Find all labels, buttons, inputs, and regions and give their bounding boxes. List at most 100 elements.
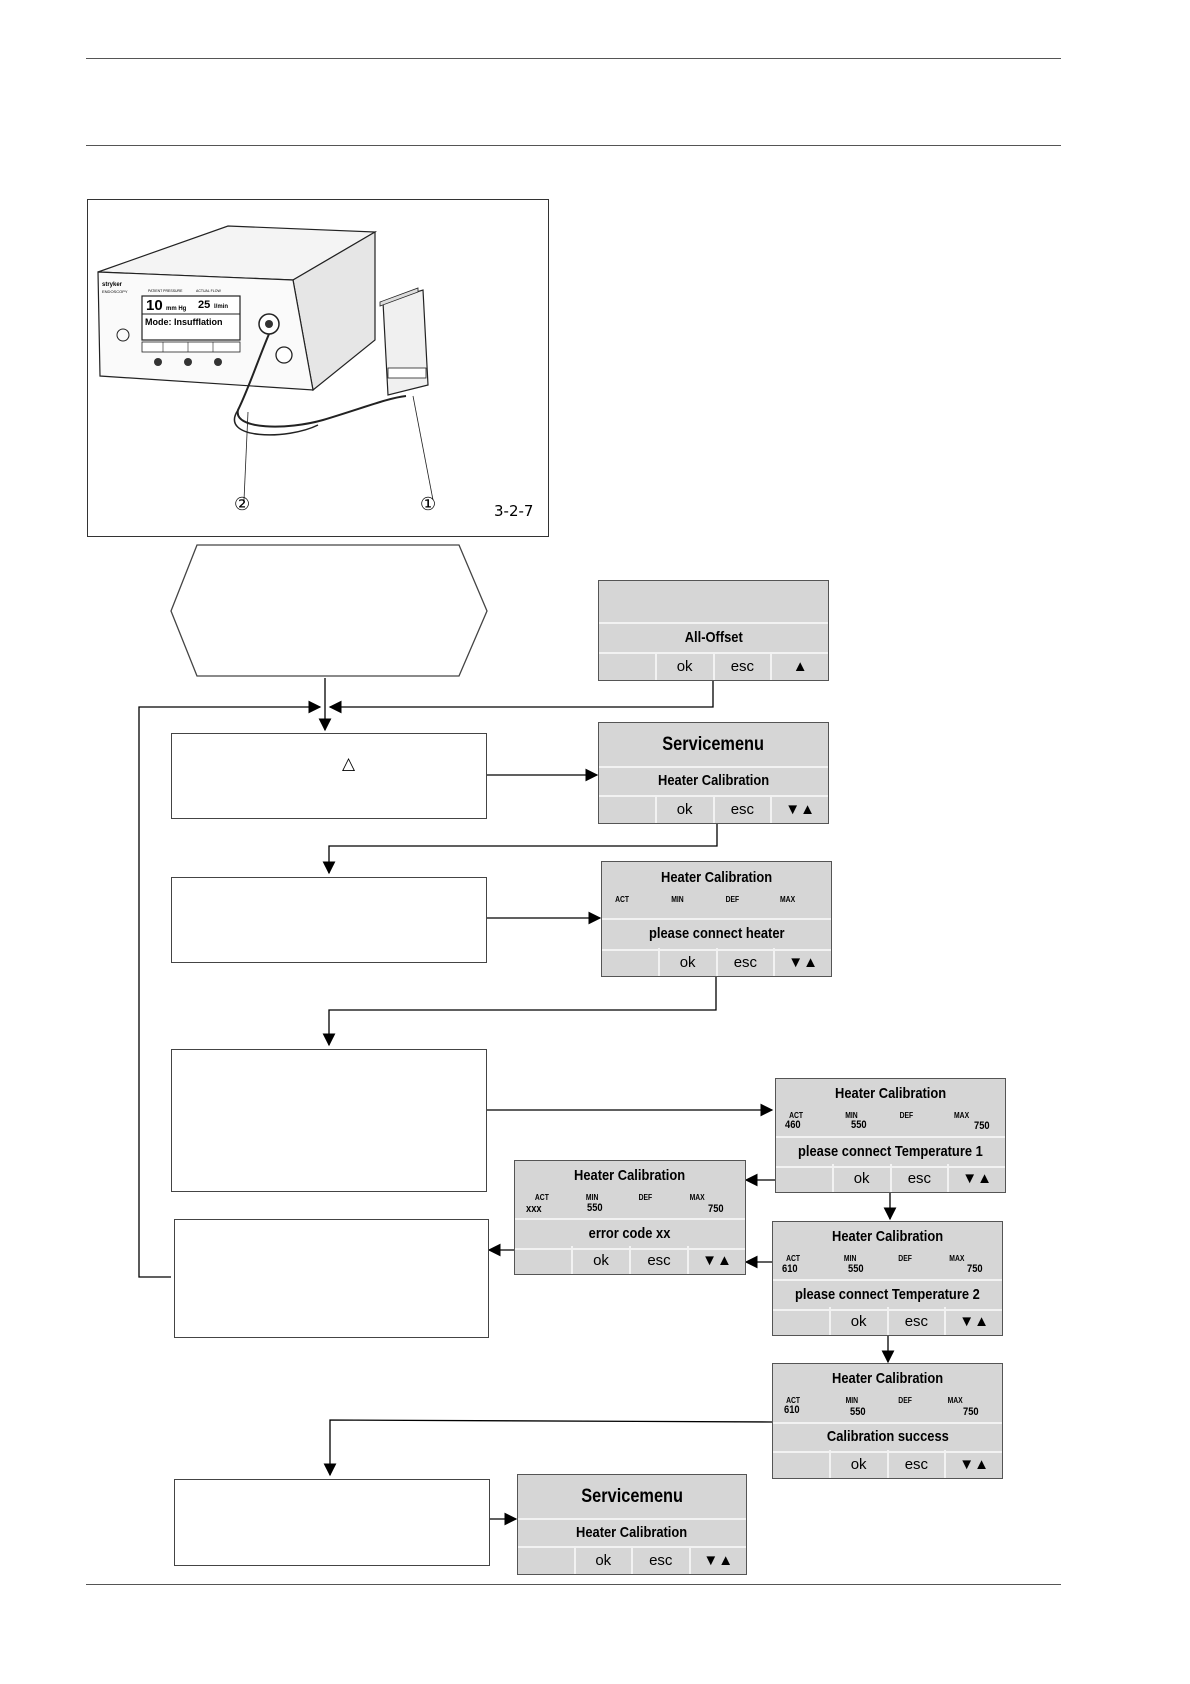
device-brand: stryker xyxy=(102,282,123,288)
lcd-message: please connect heater xyxy=(648,925,785,942)
col-actual-flow: ACTUAL FLOW xyxy=(196,289,221,293)
lbl-min: MIN xyxy=(585,1193,599,1202)
softkey-ok[interactable]: ok xyxy=(831,1307,889,1335)
lbl-act: ACT xyxy=(789,1111,804,1120)
triangle-down-up-icon: ▼▲ xyxy=(703,1551,734,1569)
lbl-act: ACT xyxy=(786,1396,801,1405)
lcd-please-connect-heater: Heater Calibration ACT MIN DEF MAX pleas… xyxy=(601,861,832,977)
lbl-min: MIN xyxy=(845,1396,859,1405)
triangle-down-up-icon: ▼▲ xyxy=(702,1251,732,1269)
softkey-esc[interactable]: esc xyxy=(631,1246,689,1274)
softkey-ok[interactable]: ok xyxy=(573,1246,631,1274)
step-box-2 xyxy=(171,877,487,963)
softkey-down-up[interactable]: ▼▲ xyxy=(946,1307,1002,1335)
val-max: 750 xyxy=(974,1120,990,1132)
softkey-blank[interactable] xyxy=(602,948,660,976)
softkey-ok[interactable]: ok xyxy=(657,795,715,823)
val-act: xxx xyxy=(526,1203,542,1215)
softkey-down-up[interactable]: ▼▲ xyxy=(775,948,831,976)
val-max: 750 xyxy=(967,1263,983,1275)
lbl-min: MIN xyxy=(671,895,684,904)
step-box-3 xyxy=(171,1049,487,1192)
lcd-title: Heater Calibration xyxy=(660,869,773,886)
softkey-up[interactable]: ▲ xyxy=(772,652,828,680)
lbl-max: MAX xyxy=(947,1396,963,1405)
val-min: 550 xyxy=(587,1202,603,1214)
lbl-max: MAX xyxy=(780,895,796,904)
lcd-title: Servicemenu xyxy=(662,733,765,755)
lbl-max: MAX xyxy=(954,1111,970,1120)
val-min: 550 xyxy=(848,1263,864,1275)
softkey-blank[interactable] xyxy=(515,1246,573,1274)
header-rule-bottom xyxy=(86,145,1061,146)
triangle-down-up-icon: ▼▲ xyxy=(959,1455,989,1473)
softkey-down-up[interactable]: ▼▲ xyxy=(946,1450,1002,1478)
softkey-esc[interactable]: esc xyxy=(889,1307,947,1335)
lcd-calibration-success: Heater Calibration ACT MIN DEF MAX 610 5… xyxy=(772,1363,1003,1479)
val-max: 750 xyxy=(963,1406,979,1418)
softkey-esc[interactable]: esc xyxy=(892,1164,950,1192)
softkey-down-up[interactable]: ▼▲ xyxy=(772,795,828,823)
softkey-down-up[interactable]: ▼▲ xyxy=(689,1246,745,1274)
softkey-blank[interactable] xyxy=(776,1164,834,1192)
lcd-message: please connect Temperature 1 xyxy=(798,1142,983,1160)
lbl-def: DEF xyxy=(898,1254,912,1263)
val-max: 750 xyxy=(708,1203,724,1215)
lbl-max: MAX xyxy=(949,1254,965,1263)
softkey-ok[interactable]: ok xyxy=(576,1546,633,1574)
softkey-ok[interactable]: ok xyxy=(657,652,715,680)
lbl-def: DEF xyxy=(898,1396,912,1405)
softkey-esc[interactable]: esc xyxy=(889,1450,947,1478)
footer-rule xyxy=(86,1584,1061,1585)
pressure-unit: mm Hg xyxy=(166,306,187,312)
lcd-connect-temperature-2: Heater Calibration ACT MIN DEF MAX 610 5… xyxy=(772,1221,1003,1336)
triangle-down-up-icon: ▼▲ xyxy=(962,1169,992,1187)
val-act: 610 xyxy=(784,1404,800,1416)
softkey-blank[interactable] xyxy=(773,1307,831,1335)
softkey-blank[interactable] xyxy=(599,795,657,823)
lbl-act: ACT xyxy=(615,895,630,904)
lcd-error-code: Heater Calibration ACT MIN DEF MAX xxx 5… xyxy=(514,1160,746,1275)
lbl-def: DEF xyxy=(899,1111,914,1120)
softkey-blank[interactable] xyxy=(518,1546,576,1574)
softkey-down-up[interactable]: ▼▲ xyxy=(691,1546,747,1574)
val-act: 610 xyxy=(782,1263,798,1275)
softkey-esc[interactable]: esc xyxy=(633,1546,691,1574)
lcd-title: Servicemenu xyxy=(581,1485,683,1507)
lbl-act: ACT xyxy=(534,1193,549,1202)
lcd-connect-temperature-1: Heater Calibration ACT MIN DEF MAX 460 5… xyxy=(775,1078,1006,1193)
lbl-min: MIN xyxy=(845,1111,858,1120)
softkey-ok[interactable]: ok xyxy=(834,1164,892,1192)
softkey-ok[interactable]: ok xyxy=(831,1450,889,1478)
softkey-esc[interactable]: esc xyxy=(715,652,773,680)
lcd-servicemenu-2: Servicemenu Heater Calibration ok esc ▼▲ xyxy=(517,1474,747,1575)
mode-text: Mode: Insufflation xyxy=(145,317,223,327)
softkey-esc[interactable]: esc xyxy=(715,795,773,823)
triangle-down-up-icon: ▼▲ xyxy=(788,953,818,971)
lbl-act: ACT xyxy=(786,1254,801,1263)
callout-2: ② xyxy=(234,494,251,515)
lcd-item: Heater Calibration xyxy=(576,1523,688,1541)
lcd-message: Calibration success xyxy=(826,1428,949,1445)
figure-label: 3-2-7 xyxy=(494,502,534,520)
step-box-1: △ xyxy=(171,733,487,819)
triangle-down-up-icon: ▼▲ xyxy=(959,1312,989,1330)
flow-unit: l/min xyxy=(214,304,228,310)
softkey-down-up[interactable]: ▼▲ xyxy=(949,1164,1005,1192)
triangle-up-icon: ▲ xyxy=(792,657,808,675)
flow-value: 25 xyxy=(198,299,210,311)
device-sub: ENDOSCOPY xyxy=(102,289,128,294)
lcd-message: please connect Temperature 2 xyxy=(795,1285,980,1303)
lbl-def: DEF xyxy=(638,1193,653,1202)
col-patient-pressure: PATIENT PRESSURE xyxy=(148,289,183,293)
softkey-blank[interactable] xyxy=(599,652,657,680)
softkey-blank[interactable] xyxy=(773,1450,831,1478)
lbl-def: DEF xyxy=(725,895,740,904)
lcd-message: error code xx xyxy=(589,1224,671,1242)
softkey-ok[interactable]: ok xyxy=(660,948,718,976)
figure-frame: 10 mm Hg 25 l/min Mode: Insufflation str… xyxy=(87,199,549,537)
pressure-value: 10 xyxy=(146,297,163,314)
lcd-all-offset: All-Offset ok esc ▲ xyxy=(598,580,829,681)
softkey-esc[interactable]: esc xyxy=(718,948,776,976)
